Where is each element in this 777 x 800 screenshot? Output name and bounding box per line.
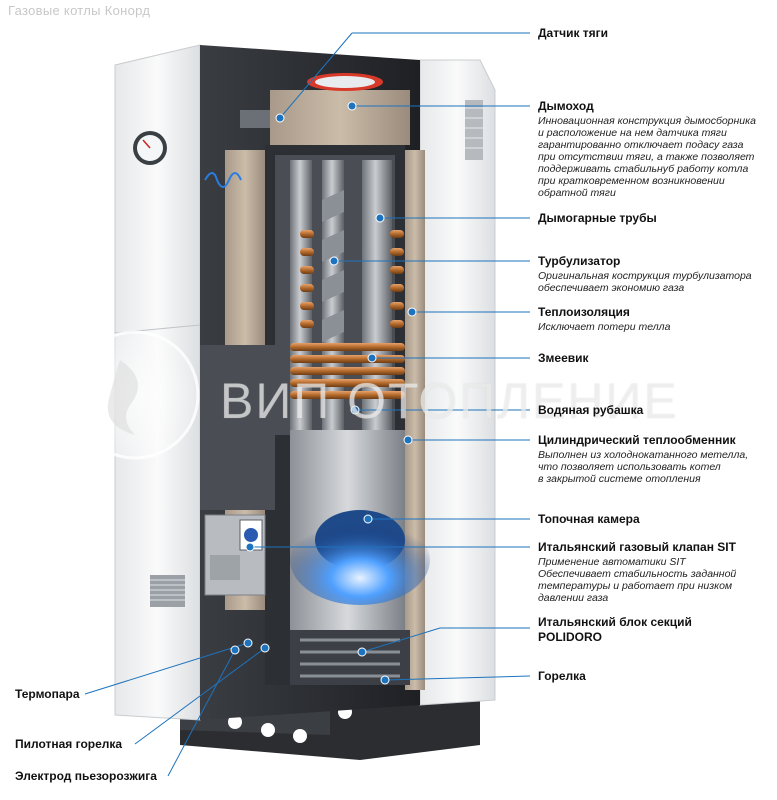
description-line: давлении газа bbox=[538, 592, 609, 604]
callout-blok-title2: POLIDORO bbox=[538, 630, 603, 644]
description-line: Выполнен из холоднокатанного метелла, bbox=[538, 449, 749, 461]
source-watermark: Газовые котлы Конорд bbox=[8, 3, 151, 18]
dot-klapan bbox=[245, 542, 255, 552]
dot-topka bbox=[363, 514, 373, 524]
dot-gorelka bbox=[380, 675, 390, 685]
gas-valve bbox=[204, 514, 266, 596]
brand-logo-watermark bbox=[70, 330, 200, 460]
callout-rubashka-title: Водяная рубашка bbox=[538, 403, 644, 417]
description-line: Исключает потери телла bbox=[538, 321, 671, 333]
callout-termopara-title: Термопара bbox=[15, 687, 80, 701]
dot-cyl bbox=[403, 435, 413, 445]
callout-cyl-description: Выполнен из холоднокатанного метелла,что… bbox=[538, 449, 777, 485]
callout-trubы-title: Дымогарные трубы bbox=[538, 211, 657, 225]
callout-topka-title: Топочная камера bbox=[538, 512, 640, 526]
callout-zmeevik-title: Змеевик bbox=[538, 351, 589, 365]
description-line: что позволяет использовать котел bbox=[538, 461, 721, 473]
dot-termopara bbox=[243, 638, 253, 648]
description-line: температуры и работает при низком bbox=[538, 580, 733, 592]
dot-trubы bbox=[375, 213, 385, 223]
callout-teplo-title: Теплоизоляция bbox=[538, 305, 630, 319]
description-line: Обеспечивает стабильность заданной bbox=[538, 568, 737, 580]
description-line: обратной тяги bbox=[538, 187, 616, 199]
dot-teplo bbox=[407, 307, 417, 317]
dot-electrod bbox=[230, 645, 240, 655]
flue bbox=[240, 73, 383, 128]
callout-pilot-title: Пилотная горелка bbox=[15, 737, 123, 751]
description-line: гарантированно отключает подасу газа bbox=[538, 139, 744, 151]
leader-termopara bbox=[84, 642, 249, 695]
burner-block bbox=[290, 630, 410, 685]
callout-turbo-title: Турбулизатор bbox=[538, 254, 621, 268]
callout-teplo-description: Исключает потери телла bbox=[538, 321, 777, 333]
dot-dymohod bbox=[347, 101, 357, 111]
mounting-bracket bbox=[200, 345, 275, 510]
leader-pilot bbox=[134, 647, 266, 745]
callout-electrod-title: Электрод пьезорозжига bbox=[15, 769, 157, 783]
leader-datchik-diag bbox=[279, 32, 353, 119]
callout-blok-title: Итальянский блок секций bbox=[538, 615, 692, 629]
brand-watermark: ВИП ОТОПЛЕНИЕ bbox=[220, 373, 679, 429]
dot-datchik bbox=[275, 113, 285, 123]
callout-datchik-title: Датчик тяги bbox=[538, 26, 609, 40]
callout-cyl-title: Цилиндрический теплообменник bbox=[538, 433, 736, 447]
side-panel bbox=[419, 59, 496, 706]
description-line: Инновационная конструкция дымосборника bbox=[538, 115, 756, 127]
description-line: поддерживать стабильнуб работу котла bbox=[538, 163, 749, 175]
description-line: обеспечивает экономию газа bbox=[538, 282, 685, 294]
dot-zmeevik bbox=[367, 353, 377, 363]
callout-klapan-title: Итальянский газовый клапан SIT bbox=[538, 540, 736, 554]
description-line: при отсутствии тяги, а также позволяет bbox=[538, 151, 755, 163]
callout-dymohod-title: Дымоход bbox=[538, 99, 594, 113]
dot-rubashka bbox=[350, 405, 360, 415]
description-line: при кратковременном возникновении bbox=[538, 175, 725, 187]
leader-lines bbox=[84, 32, 531, 777]
description-line: Применение автоматики SIT bbox=[538, 556, 686, 568]
thermometer-gauge bbox=[133, 131, 167, 165]
combustion-chamber bbox=[290, 430, 430, 630]
leader-electrod bbox=[167, 649, 236, 777]
dot-pilot bbox=[260, 643, 270, 653]
callout-gorelka-title: Горелка bbox=[538, 669, 586, 683]
flex-hose bbox=[204, 172, 242, 188]
description-line: и расположение на нем датчика тяги bbox=[538, 127, 727, 139]
leader-gorelka bbox=[384, 675, 531, 681]
dot-turbo bbox=[329, 256, 339, 266]
description-line: в закрытой системе отопления bbox=[538, 473, 701, 485]
leader-blok-diag bbox=[361, 627, 441, 653]
description-line: Оригинальная кострукция турбулизатора bbox=[538, 270, 752, 282]
dot-blok bbox=[357, 647, 367, 657]
